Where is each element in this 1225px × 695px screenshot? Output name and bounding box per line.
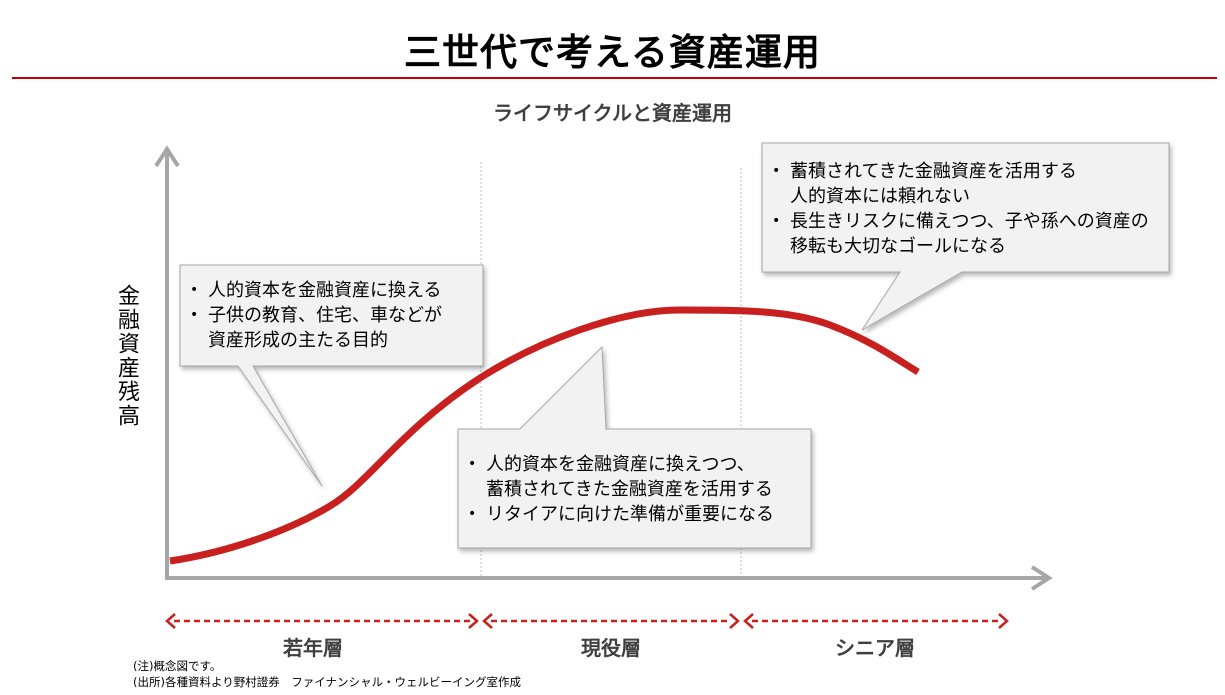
callout-working-text: 人的資本を金融資産に換えつつ、 蓄積されてきた金融資産を活用する リタイアに向け… <box>466 452 808 527</box>
x-axis <box>165 565 1053 591</box>
phase-label-senior: シニア層 <box>835 636 915 660</box>
phase-label-young: 若年層 <box>283 636 343 660</box>
callout-working-item: 人的資本を金融資産に換えつつ、 蓄積されてきた金融資産を活用する <box>466 452 808 502</box>
phase-range-young <box>165 613 479 629</box>
callout-young-item: 人的資本を金融資産に換える <box>188 278 480 303</box>
callout-working-item: リタイアに向けた準備が重要になる <box>466 502 808 527</box>
phase-range-working <box>482 613 740 629</box>
footnotes: (注)概念図です。 (出所)各種資料より野村證券 ファイナンシャル・ウェルビーイ… <box>133 658 521 690</box>
callout-senior-item: 蓄積されてきた金融資産を活用する 人的資本には頼れない <box>770 159 1166 209</box>
page-title: 三世代で考える資産運用 <box>404 31 821 74</box>
y-axis-label: 金融資産残高 <box>114 284 139 428</box>
y-axis <box>154 145 180 580</box>
phase-range-senior <box>743 613 1009 629</box>
diagram-subtitle: ライフサイクルと資産運用 <box>493 101 732 125</box>
callout-young-item: 子供の教育、住宅、車などが 資産形成の主たる目的 <box>188 303 480 353</box>
callout-senior-text: 蓄積されてきた金融資産を活用する 人的資本には頼れない 長生きリスクに備えつつ、… <box>770 159 1166 259</box>
callout-senior-item: 長生きリスクに備えつつ、子や孫への資産の 移転も大切なゴールになる <box>770 209 1166 259</box>
asset-balance-curve <box>169 306 920 565</box>
source-text: (出所)各種資料より野村證券 ファイナンシャル・ウェルビーイング室作成 <box>133 675 522 689</box>
note-text: (注)概念図です。 <box>133 659 222 673</box>
phase-label-working: 現役層 <box>581 636 641 660</box>
callout-young-text: 人的資本を金融資産に換える 子供の教育、住宅、車などが 資産形成の主たる目的 <box>188 278 480 353</box>
title-divider <box>12 77 1217 79</box>
